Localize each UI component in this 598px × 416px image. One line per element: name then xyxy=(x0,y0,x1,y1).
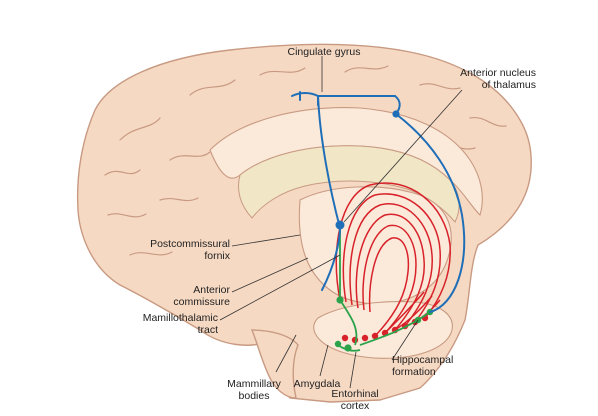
cingulum-pathway xyxy=(291,91,466,313)
label-leader-lines xyxy=(219,56,463,389)
label-anterior-commissure: Anterior commissure xyxy=(173,284,230,308)
fornix-pathways xyxy=(335,182,451,337)
blue-neuron-bodies xyxy=(335,110,400,230)
label-anterior-nucleus: Anterior nucleus of thalamus xyxy=(460,67,536,91)
corpus-callosum xyxy=(238,145,460,223)
hippocampal-region xyxy=(313,301,453,359)
label-cingulate-gyrus: Cingulate gyrus xyxy=(287,46,361,58)
label-entorhinal-cortex: Entorhinal cortex xyxy=(331,388,379,412)
label-amygdala: Amygdala xyxy=(293,378,341,390)
brainstem xyxy=(250,329,299,399)
label-hippocampal-formation: Hippocampal formation xyxy=(392,354,454,378)
label-mamillothalamic-tract: Mamillothalamic tract xyxy=(142,312,218,336)
label-mammillary-bodies: Mammillary bodies xyxy=(227,378,281,402)
label-postcommissural-fornix: Postcommissural fornix xyxy=(150,238,230,262)
mamillothalamic-pathway xyxy=(337,228,431,352)
